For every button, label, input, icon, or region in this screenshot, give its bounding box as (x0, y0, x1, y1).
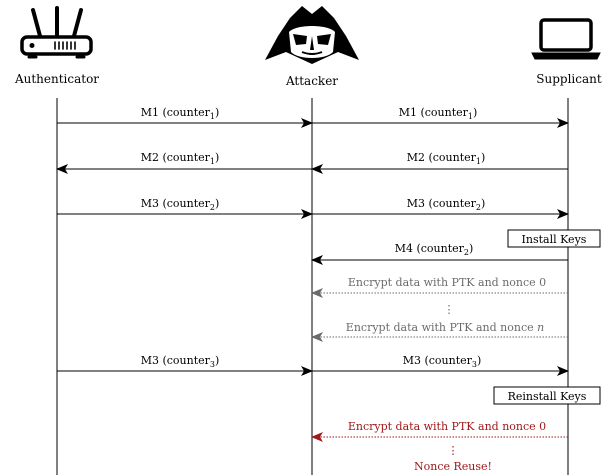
m2-label-left: M2 (counter1) (141, 151, 220, 166)
attacker-mask-icon (265, 6, 359, 64)
encrypt-nonce0-reuse-label: Encrypt data with PTK and nonce 0 (348, 420, 546, 433)
m4-label: M4 (counter2) (395, 242, 474, 257)
m3-label-right: M3 (counter2) (407, 197, 486, 212)
nonce-reuse-label: Nonce Reuse! (414, 460, 492, 473)
encrypt-nonce-n-label: Encrypt data with PTK and nonce n (346, 321, 544, 334)
m3b-label-left: M3 (counter3) (141, 354, 220, 369)
reinstall-keys-label: Reinstall Keys (508, 390, 587, 403)
authenticator-label: Authenticator (14, 72, 99, 86)
install-keys-box (507, 229, 601, 248)
install-keys-label: Install Keys (522, 233, 587, 246)
m3-label-left: M3 (counter2) (141, 197, 220, 212)
reinstall-keys-box (493, 386, 601, 405)
attacker-label: Attacker (285, 74, 338, 88)
laptop-icon (531, 18, 601, 60)
m3b-label-right: M3 (counter3) (403, 354, 482, 369)
m1-label-left: M1 (counter1) (141, 106, 220, 121)
encrypt-nonce0-label: Encrypt data with PTK and nonce 0 (348, 276, 546, 289)
router-icon (20, 6, 93, 59)
m1-label-right: M1 (counter1) (399, 106, 478, 121)
ellipsis-2: ⋮ (448, 444, 459, 457)
ellipsis-1: ⋮ (444, 303, 455, 316)
m2-label-right: M2 (counter1) (407, 151, 486, 166)
supplicant-label: Supplicant (536, 72, 602, 86)
